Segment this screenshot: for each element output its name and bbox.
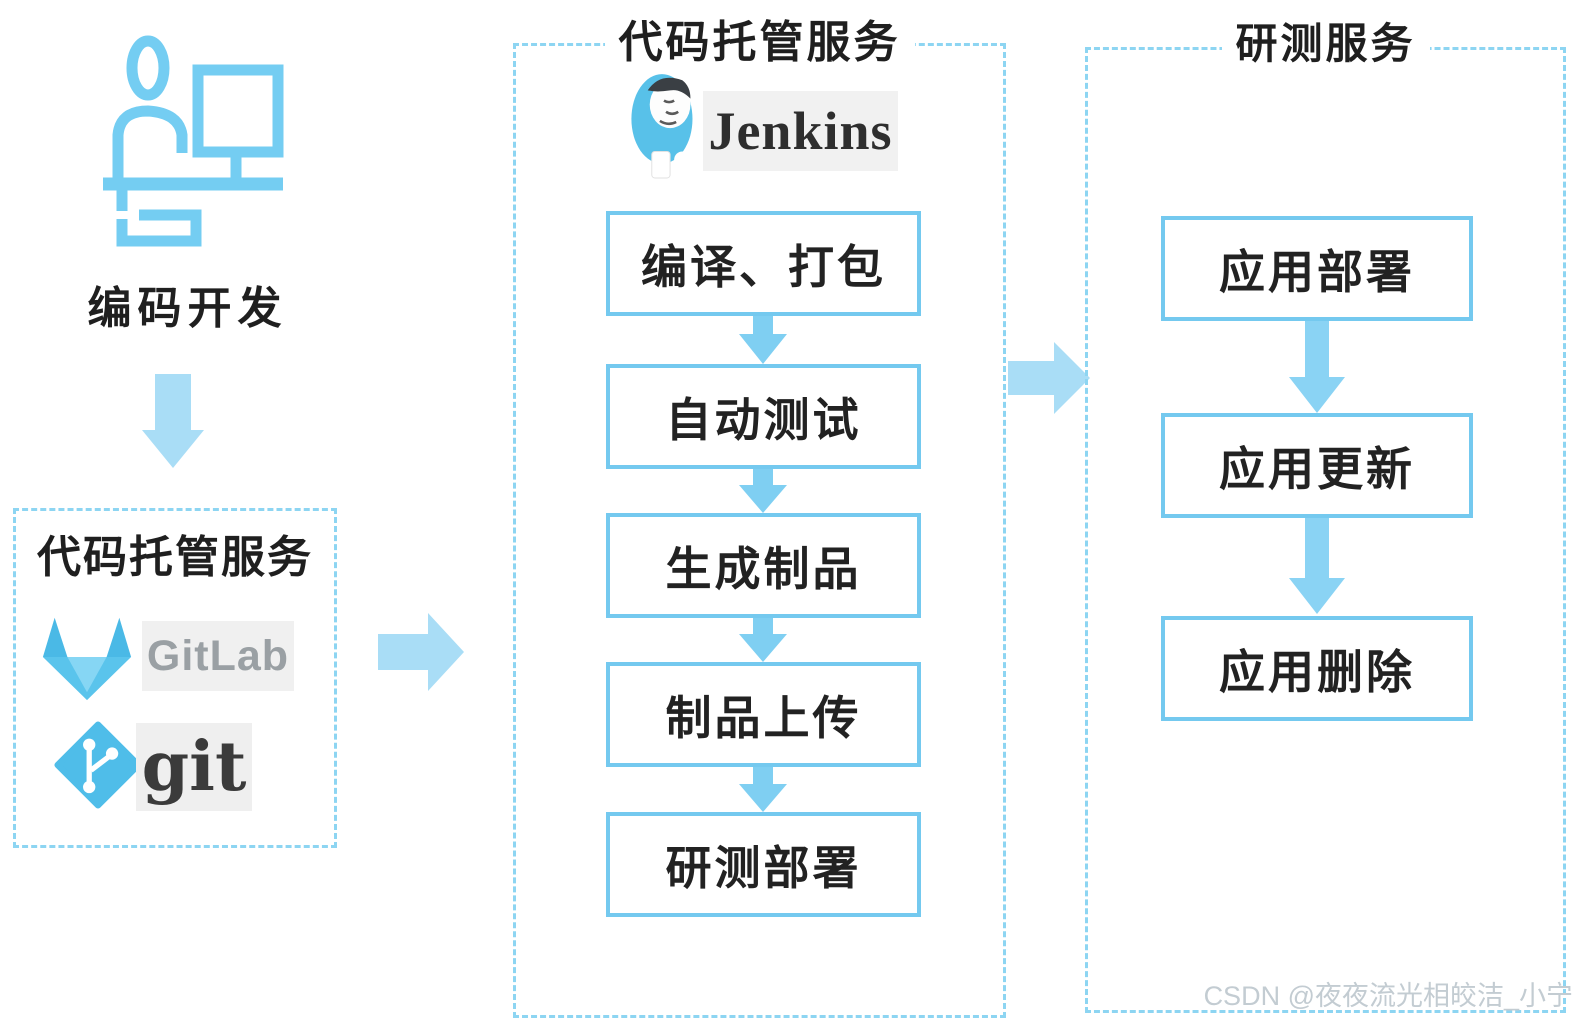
step-arrow-icon xyxy=(739,618,787,662)
gitlab-wordmark-chip: GitLab xyxy=(142,621,294,691)
ci-step-label: 自动测试 xyxy=(665,394,862,446)
test-step-label: 应用部署 xyxy=(1219,246,1415,298)
gitlab-wordmark: GitLab xyxy=(146,631,290,680)
code-hosting-title: 代码托管服务 xyxy=(37,533,313,582)
git-wordmark: git xyxy=(141,727,247,807)
test-service-box: 研测服务 应用部署 应用更新 应用删除 xyxy=(1085,10,1566,1013)
jenkins-wordmark-chip: Jenkins xyxy=(703,91,898,171)
ci-step-compile-package: 编译、打包 xyxy=(606,211,921,316)
arrow-hosting-to-ci-icon xyxy=(378,613,464,691)
arrow-ci-to-test-icon xyxy=(1008,342,1090,414)
test-step-label: 应用删除 xyxy=(1219,646,1415,698)
ci-box-title: 代码托管服务 xyxy=(604,6,915,70)
ci-step-test-deploy: 研测部署 xyxy=(606,812,921,917)
watermark: CSDN @夜夜流光相皎洁_小宁 xyxy=(1203,981,1573,1011)
gitlab-logo-icon xyxy=(42,617,132,701)
step-arrow-icon xyxy=(739,469,787,513)
ci-step-label: 编译、打包 xyxy=(641,241,886,293)
ci-box: 代码托管服务 Jenkins 编译、打包 自动测试 生 xyxy=(513,6,1006,1018)
arrow-down-dev-to-hosting-icon xyxy=(142,374,204,468)
test-step-app-deploy: 应用部署 xyxy=(1161,216,1473,321)
test-step-arrow-icon xyxy=(1289,321,1345,413)
ci-step-label: 生成制品 xyxy=(665,543,862,595)
step-arrow-icon xyxy=(739,316,787,364)
developer-computer-icon xyxy=(103,35,284,247)
ci-step-artifact-upload: 制品上传 xyxy=(606,662,921,767)
git-logo-icon xyxy=(54,721,142,809)
code-hosting-box: 代码托管服务 GitLab git xyxy=(13,508,337,848)
developer-label: 编码开发 xyxy=(87,284,288,333)
test-step-label: 应用更新 xyxy=(1219,443,1415,495)
test-service-title: 研测服务 xyxy=(1221,10,1430,71)
ci-step-auto-test: 自动测试 xyxy=(606,364,921,469)
test-step-app-update: 应用更新 xyxy=(1161,413,1473,518)
jenkins-wordmark: Jenkins xyxy=(708,101,893,161)
test-step-app-delete: 应用删除 xyxy=(1161,616,1473,721)
ci-step-label: 制品上传 xyxy=(665,692,862,744)
git-wordmark-chip: git xyxy=(136,723,252,811)
ci-step-label: 研测部署 xyxy=(665,842,862,894)
test-step-arrow-icon xyxy=(1289,518,1345,614)
step-arrow-icon xyxy=(739,767,787,812)
jenkins-logo-icon xyxy=(631,74,693,179)
ci-step-build-artifact: 生成制品 xyxy=(606,513,921,618)
